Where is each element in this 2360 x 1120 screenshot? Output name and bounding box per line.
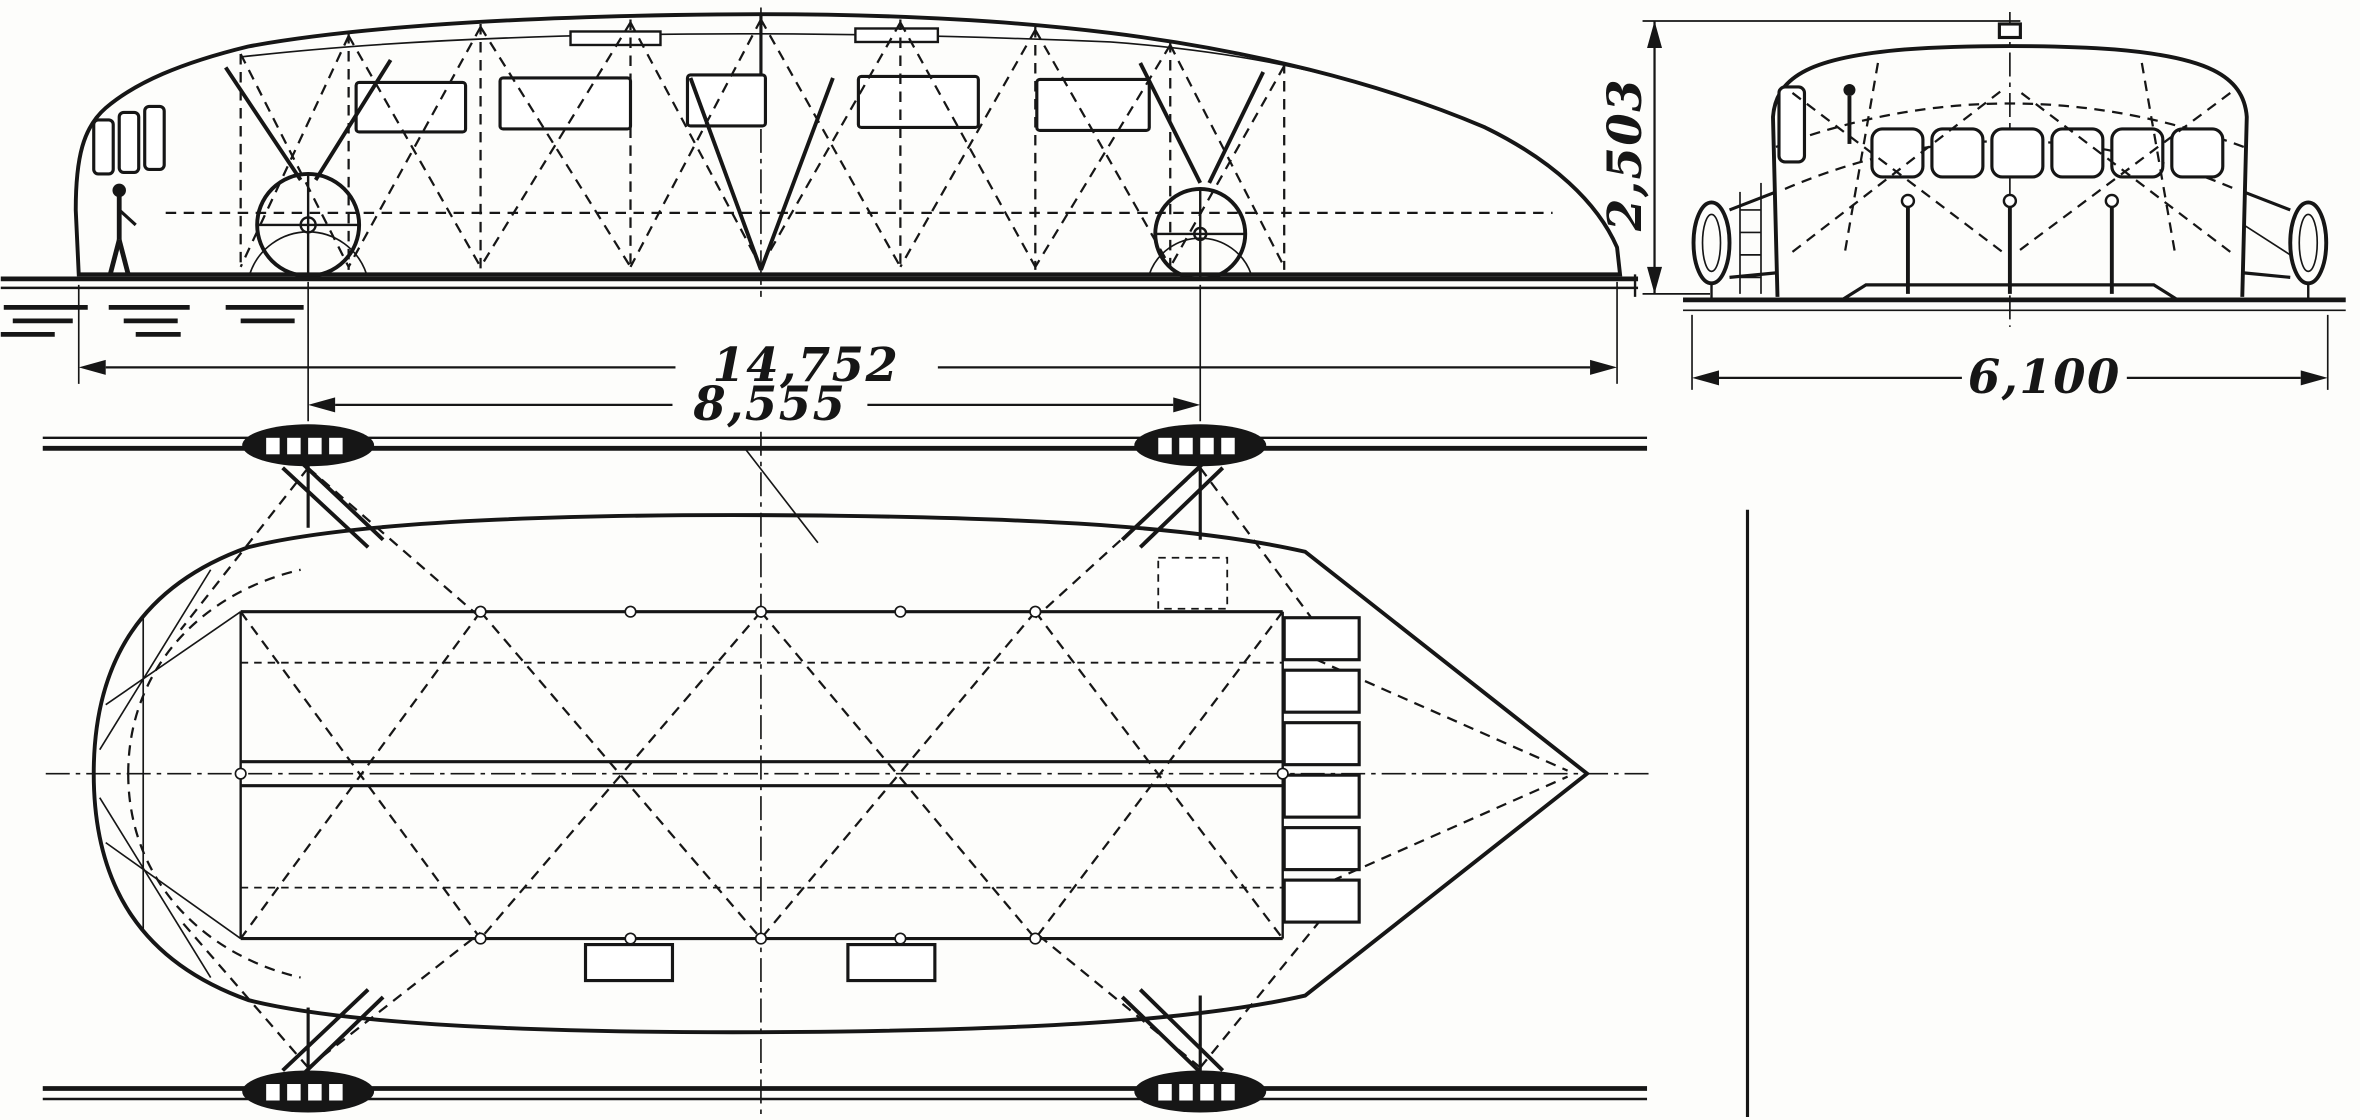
nose-window [117,110,141,174]
roof-vent [1997,22,2022,40]
front-wheel [248,171,368,278]
side-window [498,76,633,131]
floor-hatches [583,943,937,983]
wheelbase-label: 8,555 [692,376,846,431]
front-window [2110,127,2165,179]
overall-width-label: 6,100 [1968,349,2121,404]
front-dimensions: 2,503 6,100 [1597,20,2329,404]
side-window [685,73,768,128]
axle-lines [42,436,1648,1101]
front-window [2170,127,2225,179]
front-view-left-wheel [1691,200,1732,300]
front-window [1990,127,2045,179]
passenger-figure [1843,83,1856,144]
control-levers [1900,193,2120,294]
front-window [2050,127,2105,179]
rear-wheel [1148,186,1252,281]
side-view [0,7,1639,337]
front-truss [1791,62,2231,253]
roof-window-stack [1282,616,1361,924]
door-window [1777,85,1807,164]
side-truss [224,14,1286,271]
overall-length-label: 14,752 [712,337,899,392]
side-window [856,74,980,130]
side-steps [1728,182,2291,294]
nose-framework [99,569,242,978]
wheel-fairings [242,424,1267,1113]
nose-window [143,104,166,171]
plan-view [42,424,1651,1118]
driver-figure [107,183,137,275]
body-height-label: 2,503 [1597,78,1652,232]
front-window [1930,127,1985,179]
side-window [1035,77,1151,133]
side-ground [0,274,1639,337]
wheel-fairing [242,1070,375,1113]
joint-nodes [234,605,1289,945]
corner-struts [281,460,1225,1078]
front-view-right-wheel [2288,200,2329,300]
base-plate [1836,283,2184,302]
side-window [354,80,468,134]
wheel-fairing [242,424,375,467]
front-view [1683,11,2346,327]
nose-window [92,118,115,176]
plan-truss [179,449,1569,1069]
wheel-fairing [1134,1070,1267,1113]
side-dimensions: 14,752 8,555 [77,281,1618,431]
roof-vent [569,30,662,47]
wheel-fairing [1134,424,1267,467]
